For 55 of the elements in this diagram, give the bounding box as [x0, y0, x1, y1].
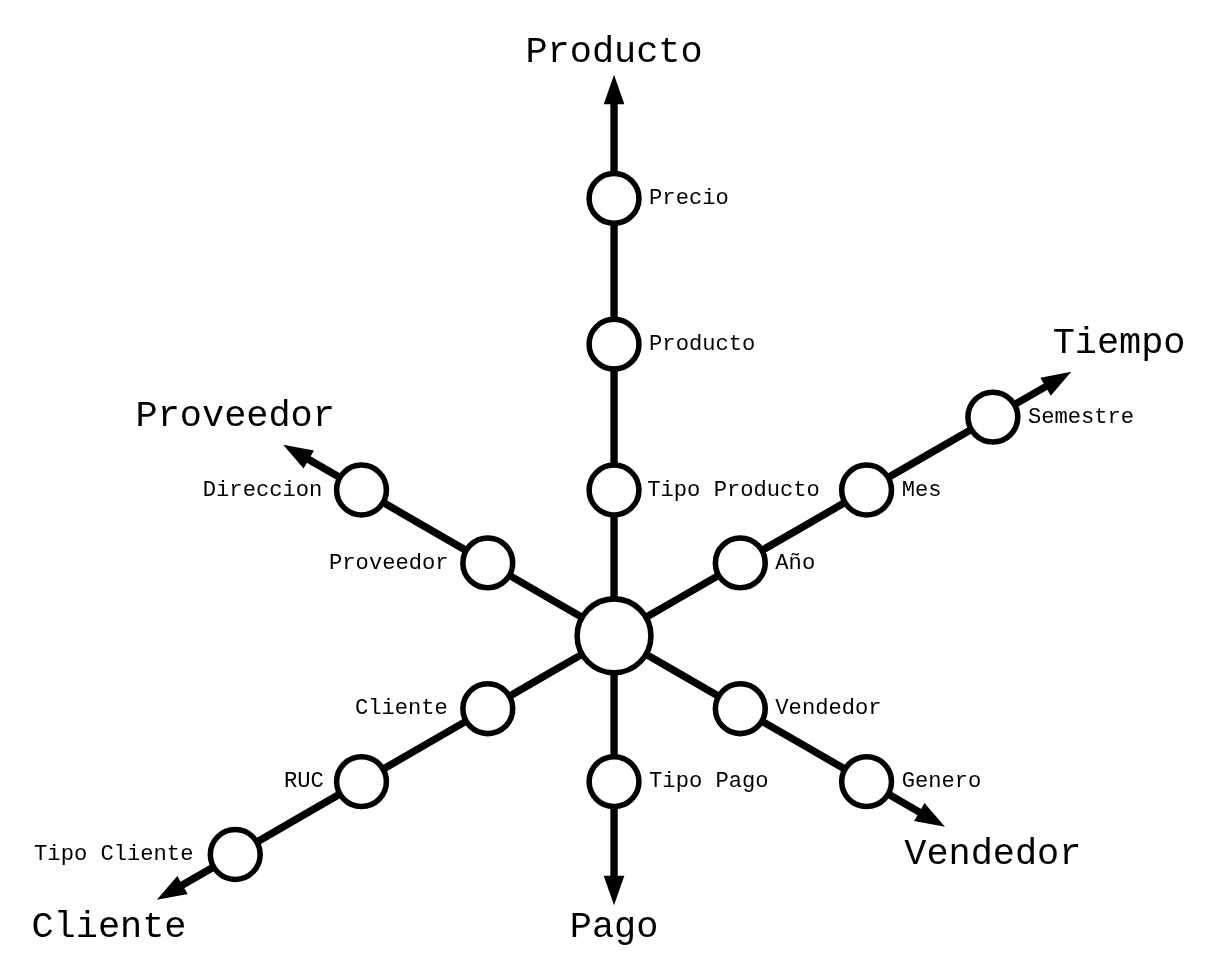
node-text: Tiempo — [1052, 322, 1186, 365]
connector — [644, 651, 721, 700]
connector — [610, 515, 618, 599]
connector — [760, 499, 847, 554]
arrow — [603, 74, 625, 173]
connector — [381, 499, 468, 554]
node-circle — [333, 462, 390, 518]
node-label: RUC — [284, 769, 324, 795]
arrow — [603, 807, 625, 906]
node-text: Proveedor — [135, 395, 335, 438]
node-label: Vendedor — [775, 696, 882, 722]
arrow — [156, 864, 216, 900]
connector — [508, 651, 584, 700]
node-text: Vendedor — [904, 832, 1082, 875]
node-circle — [586, 170, 642, 227]
node-circle — [460, 535, 516, 591]
node-circle — [574, 596, 654, 676]
node-label: Tipo Producto — [647, 477, 820, 503]
node-circle — [838, 753, 895, 810]
node-label: Producto — [649, 331, 756, 357]
connector — [610, 369, 618, 465]
connector — [255, 791, 342, 846]
node-label: Precio — [649, 186, 729, 212]
node-label: Genero — [901, 769, 982, 795]
node-label: Tipo Cliente — [34, 842, 194, 868]
node-circle — [965, 389, 1021, 445]
connector — [760, 718, 847, 773]
node-label: Año — [775, 550, 816, 576]
connector — [381, 718, 468, 773]
node-text: Cliente — [31, 905, 187, 948]
arrow — [886, 791, 945, 827]
arrow — [1013, 371, 1072, 408]
node-text: Producto — [525, 30, 703, 73]
connector — [610, 223, 618, 319]
node-circle — [586, 753, 642, 810]
arrow — [283, 444, 342, 481]
node-circle — [586, 316, 642, 372]
connector — [610, 673, 618, 757]
node-label: Semestre — [1027, 404, 1135, 430]
node-label: Tipo Pago — [649, 769, 769, 795]
node-circle — [838, 462, 895, 518]
connector — [644, 572, 721, 621]
node-label: Proveedor — [329, 550, 449, 576]
node-circle — [333, 753, 390, 810]
node-label: Cliente — [354, 696, 448, 722]
connector — [886, 426, 973, 481]
node-circle — [712, 681, 768, 737]
node-label: Mes — [901, 477, 942, 503]
node-circle — [586, 462, 642, 518]
node-circle — [712, 535, 768, 591]
node-circle — [460, 681, 516, 737]
connector — [508, 572, 584, 621]
node-label: Direccion — [202, 477, 323, 503]
node-text: Pago — [569, 905, 659, 948]
node-circle — [207, 826, 263, 883]
